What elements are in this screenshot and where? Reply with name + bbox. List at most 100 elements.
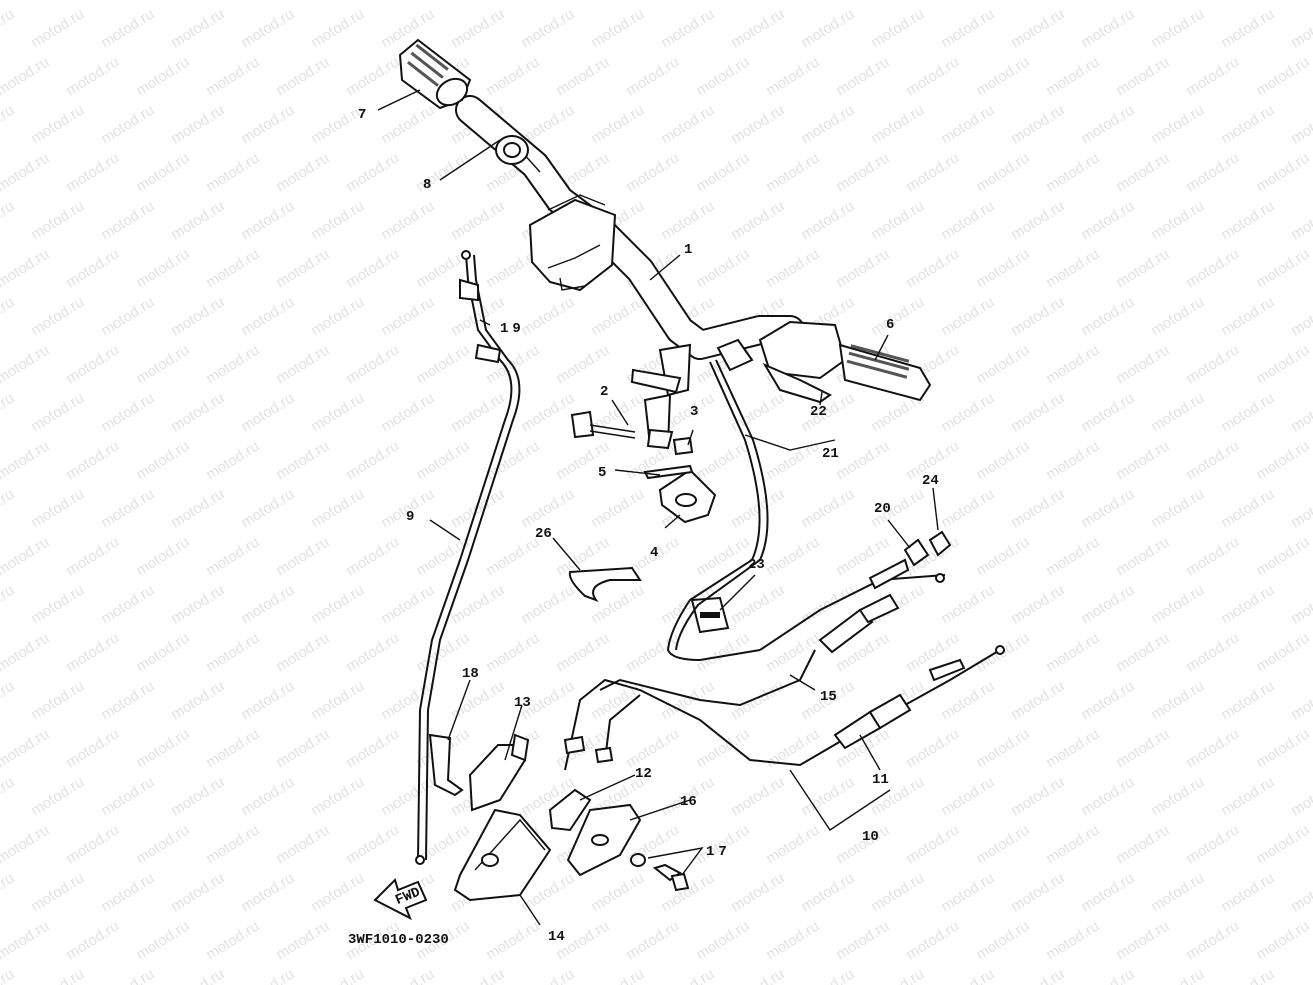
watermark-text: motod.ru <box>973 438 1032 484</box>
watermark-text: motod.ru <box>1008 102 1067 148</box>
watermark-text: motod.ru <box>308 294 367 340</box>
watermark-text: motod.ru <box>63 630 122 676</box>
watermark-text: motod.ru <box>1183 246 1242 292</box>
watermark-text: motod.ru <box>1148 966 1207 985</box>
bracket-18 <box>428 733 464 797</box>
watermark-text: motod.ru <box>378 6 437 52</box>
watermark-text: motod.ru <box>343 630 402 676</box>
watermark-text: motod.ru <box>308 6 367 52</box>
watermark-text: motod.ru <box>728 966 787 985</box>
watermark-text: motod.ru <box>0 0 52 3</box>
watermark-text: motod.ru <box>168 486 227 532</box>
callout-22: 22 <box>810 404 827 420</box>
watermark-text: motod.ru <box>238 294 297 340</box>
watermark-text: motod.ru <box>343 246 402 292</box>
watermark-text: motod.ru <box>1078 678 1137 724</box>
watermark-text: motod.ru <box>1043 726 1102 772</box>
watermark-text: motod.ru <box>938 102 997 148</box>
watermark-text: motod.ru <box>273 246 332 292</box>
watermark-text: motod.ru <box>343 0 402 3</box>
watermark-text: motod.ru <box>623 918 682 964</box>
watermark-text: motod.ru <box>343 54 402 100</box>
watermark-text: motod.ru <box>1113 342 1172 388</box>
watermark-text: motod.ru <box>973 534 1032 580</box>
watermark-text: motod.ru <box>98 486 157 532</box>
watermark-text: motod.ru <box>623 726 682 772</box>
watermark-text: motod.ru <box>1113 822 1172 868</box>
watermark-text: motod.ru <box>0 438 52 484</box>
watermark-text: motod.ru <box>658 6 717 52</box>
watermark-text: motod.ru <box>1288 102 1313 148</box>
callout-26: 26 <box>535 526 552 542</box>
watermark-text: motod.ru <box>798 486 857 532</box>
watermark-text: motod.ru <box>168 966 227 985</box>
watermark-text: motod.ru <box>28 582 87 628</box>
callout-14: 14 <box>548 929 565 945</box>
watermark-text: motod.ru <box>1113 54 1172 100</box>
watermark-text: motod.ru <box>0 486 17 532</box>
callout-7: 7 <box>358 107 366 123</box>
watermark-text: motod.ru <box>413 150 472 196</box>
watermark-text: motod.ru <box>728 582 787 628</box>
watermark-text: motod.ru <box>378 294 437 340</box>
watermark-text: motod.ru <box>1183 0 1242 3</box>
watermark-text: motod.ru <box>938 390 997 436</box>
watermark-text: motod.ru <box>203 918 262 964</box>
watermark-text: motod.ru <box>1218 198 1277 244</box>
watermark-text: motod.ru <box>378 774 437 820</box>
callout-3: 3 <box>690 404 698 420</box>
watermark-text: motod.ru <box>1288 870 1313 916</box>
watermark-text: motod.ru <box>308 678 367 724</box>
watermark-text: motod.ru <box>1253 342 1312 388</box>
watermark-text: motod.ru <box>728 774 787 820</box>
watermark-text: motod.ru <box>238 678 297 724</box>
callout-19: 19 <box>500 321 525 337</box>
watermark-text: motod.ru <box>1148 678 1207 724</box>
watermark-text: motod.ru <box>98 6 157 52</box>
watermark-text: motod.ru <box>448 390 507 436</box>
watermark-text: motod.ru <box>833 150 892 196</box>
watermark-text: motod.ru <box>133 246 192 292</box>
watermark-text: motod.ru <box>938 486 997 532</box>
watermark-text: motod.ru <box>1183 150 1242 196</box>
watermark-text: motod.ru <box>168 294 227 340</box>
callout-11: 11 <box>872 772 889 788</box>
watermark-text: motod.ru <box>1288 486 1313 532</box>
callout-15: 15 <box>820 689 837 705</box>
watermark-text: motod.ru <box>728 6 787 52</box>
watermark-text: motod.ru <box>973 246 1032 292</box>
watermark-text: motod.ru <box>308 870 367 916</box>
watermark-text: motod.ru <box>98 870 157 916</box>
callout-5: 5 <box>598 465 606 481</box>
watermark-text: motod.ru <box>1078 294 1137 340</box>
watermark-text: motod.ru <box>1078 390 1137 436</box>
watermark-text: motod.ru <box>1183 342 1242 388</box>
watermark-text: motod.ru <box>1253 438 1312 484</box>
watermark-text: motod.ru <box>308 582 367 628</box>
watermark-text: motod.ru <box>28 198 87 244</box>
watermark-text: motod.ru <box>273 630 332 676</box>
watermark-text: motod.ru <box>0 390 17 436</box>
watermark-text: motod.ru <box>728 102 787 148</box>
watermark-text: motod.ru <box>63 0 122 3</box>
watermark-text: motod.ru <box>273 918 332 964</box>
watermark-text: motod.ru <box>1253 822 1312 868</box>
watermark-text: motod.ru <box>1008 582 1067 628</box>
callout-18: 18 <box>462 666 479 682</box>
callout-13: 13 <box>514 695 531 711</box>
watermark-text: motod.ru <box>938 678 997 724</box>
watermark-text: motod.ru <box>833 0 892 3</box>
watermark-text: motod.ru <box>0 582 17 628</box>
watermark-text: motod.ru <box>973 918 1032 964</box>
watermark-text: motod.ru <box>168 102 227 148</box>
watermark-text: motod.ru <box>203 54 262 100</box>
watermark-text: motod.ru <box>1218 102 1277 148</box>
watermark-text: motod.ru <box>1008 294 1067 340</box>
watermark-text: motod.ru <box>203 150 262 196</box>
watermark-text: motod.ru <box>623 0 682 3</box>
callout-17: 17 <box>706 844 731 860</box>
watermark-text: motod.ru <box>343 534 402 580</box>
watermark-text: motod.ru <box>1078 582 1137 628</box>
callout-1: 1 <box>684 242 692 258</box>
